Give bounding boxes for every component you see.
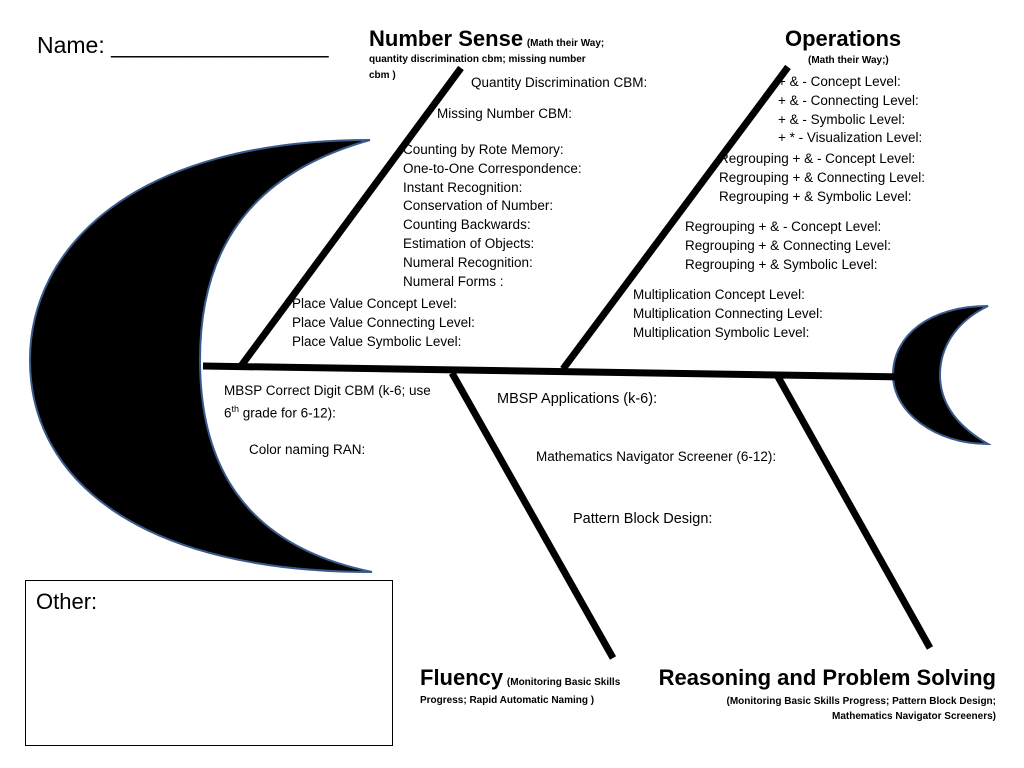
operations-group-4: Multiplication Concept Level: Multiplica… — [633, 286, 823, 342]
place-value-list: Place Value Concept Level: Place Value C… — [292, 295, 475, 351]
list-item: Numeral Recognition: — [403, 254, 533, 270]
list-item: Place Value Symbolic Level: — [292, 333, 462, 349]
list-item: Counting Backwards: — [403, 217, 531, 233]
list-item: Multiplication Connecting Level: — [633, 305, 823, 321]
operations-title: Operations — [785, 26, 902, 51]
missing-number-label: Missing Number CBM: — [437, 106, 573, 121]
fluency-header: Fluency (Monitoring Basic Skills — [420, 664, 620, 697]
mbsp-correct-digit-line1: MBSP Correct Digit CBM (k-6; use — [224, 383, 431, 398]
operations-group-1: + & - Concept Level: + & - Connecting Le… — [778, 73, 922, 148]
list-item: Regrouping + & Symbolic Level: — [685, 256, 878, 272]
other-notes-box: Other: — [25, 580, 393, 746]
bone-operations — [560, 64, 791, 372]
number-sense-note-line3: cbm ) — [369, 70, 396, 81]
list-item: Regrouping + & Connecting Level: — [719, 169, 926, 185]
bone-reasoning — [773, 373, 934, 650]
fluency-title: Fluency — [420, 665, 504, 690]
number-sense-note-line2: quantity discrimination cbm; missing num… — [369, 54, 586, 65]
list-item: Counting by Rote Memory: — [403, 142, 564, 157]
bone-number-sense — [238, 65, 464, 369]
number-sense-title: Number Sense — [369, 26, 524, 51]
list-item: Place Value Concept Level: — [292, 296, 457, 311]
color-naming-ran-label: Color naming RAN: — [249, 442, 366, 457]
spine-line — [202, 362, 906, 381]
list-item: + & - Connecting Level: — [778, 92, 919, 108]
list-item: Multiplication Symbolic Level: — [633, 324, 810, 340]
list-item: Instant Recognition: — [403, 179, 523, 195]
operations-group-2: Regrouping + & - Concept Level: Regroupi… — [719, 150, 925, 206]
list-item: Conservation of Number: — [403, 198, 554, 214]
list-item: Estimation of Objects: — [403, 235, 535, 251]
list-item: + & - Concept Level: — [778, 74, 901, 89]
list-item: Regrouping + & Symbolic Level: — [719, 188, 912, 204]
mbsp-line2-rest: grade for 6-12): — [239, 405, 336, 421]
list-item: Place Value Connecting Level: — [292, 314, 475, 330]
reasoning-note-line1: (Monitoring Basic Skills Progress; Patte… — [726, 696, 996, 707]
list-item: Multiplication Concept Level: — [633, 287, 805, 302]
name-field-label: Name: _________________ — [37, 32, 329, 58]
number-sense-header: Number Sense (Math their Way; — [369, 26, 604, 57]
list-item: One-to-One Correspondence: — [403, 160, 582, 176]
reasoning-title: Reasoning and Problem Solving — [658, 665, 996, 690]
operations-note: (Math their Way;) — [808, 55, 889, 66]
pattern-block-label: Pattern Block Design: — [573, 511, 713, 527]
mbsp-correct-digit-line2: 6th grade for 6-12): — [224, 400, 336, 423]
list-item: + * - Visualization Level: — [778, 130, 923, 146]
math-navigator-label: Mathematics Navigator Screener (6-12): — [536, 449, 777, 464]
fluency-note-line1: (Monitoring Basic Skills — [506, 677, 621, 688]
number-sense-note-line1: (Math their Way; — [526, 38, 605, 49]
list-item: Regrouping + & - Concept Level: — [719, 151, 916, 166]
mbsp-grade-suffix: th — [231, 404, 240, 414]
number-sense-skills-list: Counting by Rote Memory: One-to-One Corr… — [403, 141, 582, 291]
fluency-note-line2: Progress; Rapid Automatic Naming ) — [420, 695, 595, 706]
list-item: Regrouping + & - Concept Level: — [685, 219, 882, 234]
fish-tail-crescent — [891, 305, 992, 446]
bone-fluency — [448, 371, 617, 660]
list-item: Regrouping + & Connecting Level: — [685, 237, 892, 253]
list-item: + & - Symbolic Level: — [778, 111, 906, 127]
quantity-discrimination-label: Quantity Discrimination CBM: — [471, 75, 648, 90]
mbsp-grade: 6 — [224, 405, 232, 421]
reasoning-note-line2: Mathematics Navigator Screeners) — [832, 711, 996, 722]
list-item: Numeral Forms : — [403, 273, 504, 289]
fish-head-crescent — [28, 139, 373, 573]
operations-group-3: Regrouping + & - Concept Level: Regroupi… — [685, 218, 891, 274]
other-label: Other: — [36, 589, 98, 614]
mbsp-applications-label: MBSP Applications (k-6): — [497, 391, 658, 407]
